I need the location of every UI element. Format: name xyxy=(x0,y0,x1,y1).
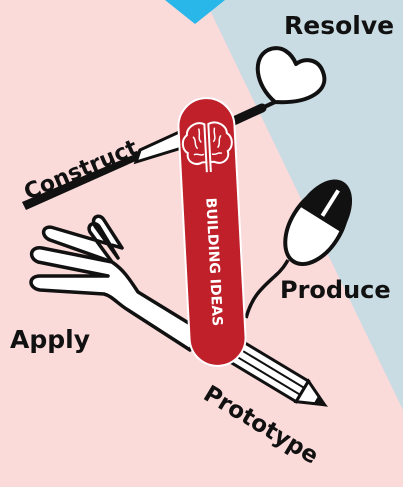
building-ideas-core: BUILDING IDEAS xyxy=(177,97,247,367)
label-apply: Apply xyxy=(10,325,90,354)
brain-icon xyxy=(181,121,233,173)
core-label: BUILDING IDEAS xyxy=(202,197,225,326)
heart-icon xyxy=(220,46,327,130)
computer-mouse-icon xyxy=(244,179,352,319)
label-produce: Produce xyxy=(280,276,391,304)
label-resolve: Resolve xyxy=(284,11,394,40)
cyan-accent-triangle xyxy=(165,0,225,24)
hand-icon xyxy=(29,214,202,352)
